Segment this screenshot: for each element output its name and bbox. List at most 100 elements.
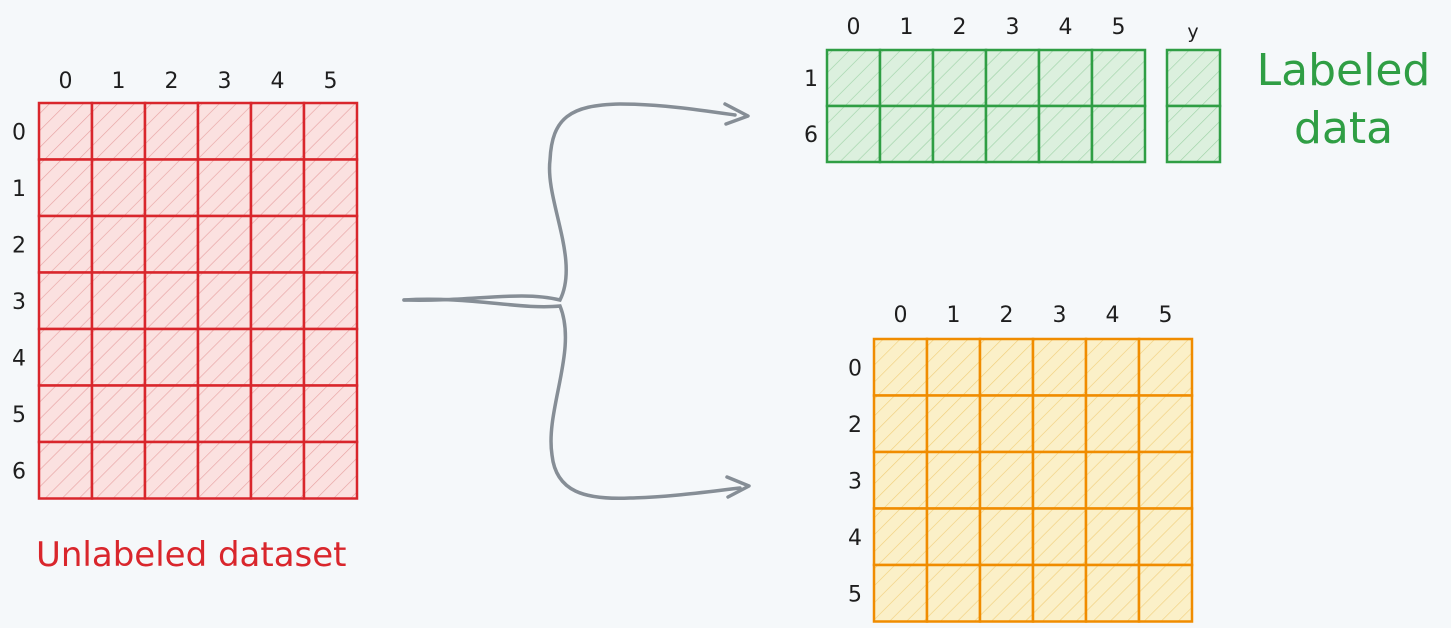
unlabeled-cell: [302, 158, 359, 218]
unlabeled-cell: [196, 440, 253, 500]
split-arrows: [402, 102, 751, 501]
unlabeled-cell: [90, 158, 147, 218]
unlabeled-row-header: 5: [12, 403, 26, 428]
pool-cell: [1084, 563, 1141, 623]
unlabeled-cell: [37, 158, 94, 218]
pool-cell: [1084, 507, 1141, 567]
labeled-col-header: 4: [1059, 15, 1073, 40]
unlabeled-cell: [249, 158, 306, 218]
pool-cell: [872, 507, 929, 567]
pool-cell: [978, 450, 1035, 510]
unlabeled-cell: [249, 327, 306, 387]
unlabeled-row-header: 0: [12, 120, 26, 145]
unlabeled-dataset-caption: Unlabeled dataset: [36, 535, 347, 575]
unlabeled-cell: [249, 271, 306, 331]
arrowhead-upper: [723, 102, 750, 126]
unlabeled-cell: [37, 271, 94, 331]
pool-cell: [925, 507, 982, 567]
unlabeled-cell: [37, 101, 94, 161]
pool-cell: [1031, 507, 1088, 567]
pool-col-header: 1: [947, 303, 961, 328]
unlabeled-col-header: 4: [271, 69, 285, 94]
labeled-cell: [878, 104, 935, 164]
label-column-grid: [1165, 48, 1222, 164]
labeled-col-header: 5: [1112, 15, 1126, 40]
unlabeled-cell: [196, 327, 253, 387]
unlabeled-cell: [143, 101, 200, 161]
unlabeled-cell: [302, 384, 359, 444]
pool-cell: [978, 394, 1035, 454]
labeled-data-caption: Labeled data: [1236, 42, 1451, 158]
split-arrow-upper: [402, 102, 737, 303]
pool-cell: [1137, 394, 1194, 454]
split-arrow-lower: [402, 297, 742, 501]
labeled-cell: [931, 104, 988, 164]
unlabeled-cell: [90, 384, 147, 444]
pool-cell: [1137, 507, 1194, 567]
unlabeled-cell: [249, 440, 306, 500]
pool-cell: [1084, 394, 1141, 454]
pool-row-header: 3: [848, 469, 862, 494]
unlabeled-cell: [37, 327, 94, 387]
pool-row-header: 2: [848, 413, 862, 438]
pool-cell: [1137, 563, 1194, 623]
labeled-row-header: 1: [804, 67, 818, 92]
pool-col-header: 0: [894, 303, 908, 328]
unlabeled-cell: [90, 271, 147, 331]
labeled-cell: [825, 48, 882, 108]
pool-cell: [925, 563, 982, 623]
pool-cell: [1084, 337, 1141, 397]
pool-cell: [1031, 450, 1088, 510]
unlabeled-cell: [37, 440, 94, 500]
labeled-row-header: 6: [804, 123, 818, 148]
labeled-cell: [1090, 104, 1147, 164]
labeled-cell: [1037, 48, 1094, 108]
labeled-col-header: 2: [953, 15, 967, 40]
labeled-cell: [825, 104, 882, 164]
unlabeled-cell: [196, 384, 253, 444]
pool-row-header: 0: [848, 356, 862, 381]
unlabeled-cell: [143, 214, 200, 274]
pool-cell: [872, 563, 929, 623]
labeled-data-caption-line2: data: [1293, 103, 1394, 154]
unlabeled-row-header: 1: [12, 177, 26, 202]
label-y-cell: [1165, 104, 1222, 164]
unlabeled-cell: [196, 101, 253, 161]
unlabeled-row-header: 2: [12, 233, 26, 258]
unlabeled-col-header: 3: [218, 69, 232, 94]
unlabeled-cell: [196, 158, 253, 218]
unlabeled-cell: [90, 327, 147, 387]
pool-cell: [1031, 337, 1088, 397]
pool-cell: [1137, 337, 1194, 397]
pool-cell: [872, 394, 929, 454]
unlabeled-cell: [90, 101, 147, 161]
labeled-col-header: 0: [847, 15, 861, 40]
unlabeled-cell: [143, 271, 200, 331]
labeled-cell: [1037, 104, 1094, 164]
pool-cell: [872, 450, 929, 510]
labeled-cell: [878, 48, 935, 108]
pool-row-header: 5: [848, 582, 862, 607]
arrowhead-lower: [725, 475, 751, 499]
unlabeled-cell: [143, 327, 200, 387]
pool-col-header: 3: [1053, 303, 1067, 328]
pool-cell: [978, 337, 1035, 397]
pool-cell: [1031, 563, 1088, 623]
unlabeled-cell: [143, 440, 200, 500]
unlabeled-cell: [90, 214, 147, 274]
pool-cell: [1031, 394, 1088, 454]
unlabeled-cell: [37, 384, 94, 444]
unlabeled-cell: [302, 327, 359, 387]
pool-cell: [925, 450, 982, 510]
label-y-col-header: y: [1187, 21, 1198, 43]
unlabeled-cell: [249, 214, 306, 274]
unlabeled-cell: [302, 214, 359, 274]
unlabeled-col-header: 1: [112, 69, 126, 94]
label-y-cell: [1165, 48, 1222, 108]
unlabeled-row-header: 4: [12, 346, 26, 371]
labeled-col-header: 3: [1006, 15, 1020, 40]
unlabeled-cell: [196, 214, 253, 274]
